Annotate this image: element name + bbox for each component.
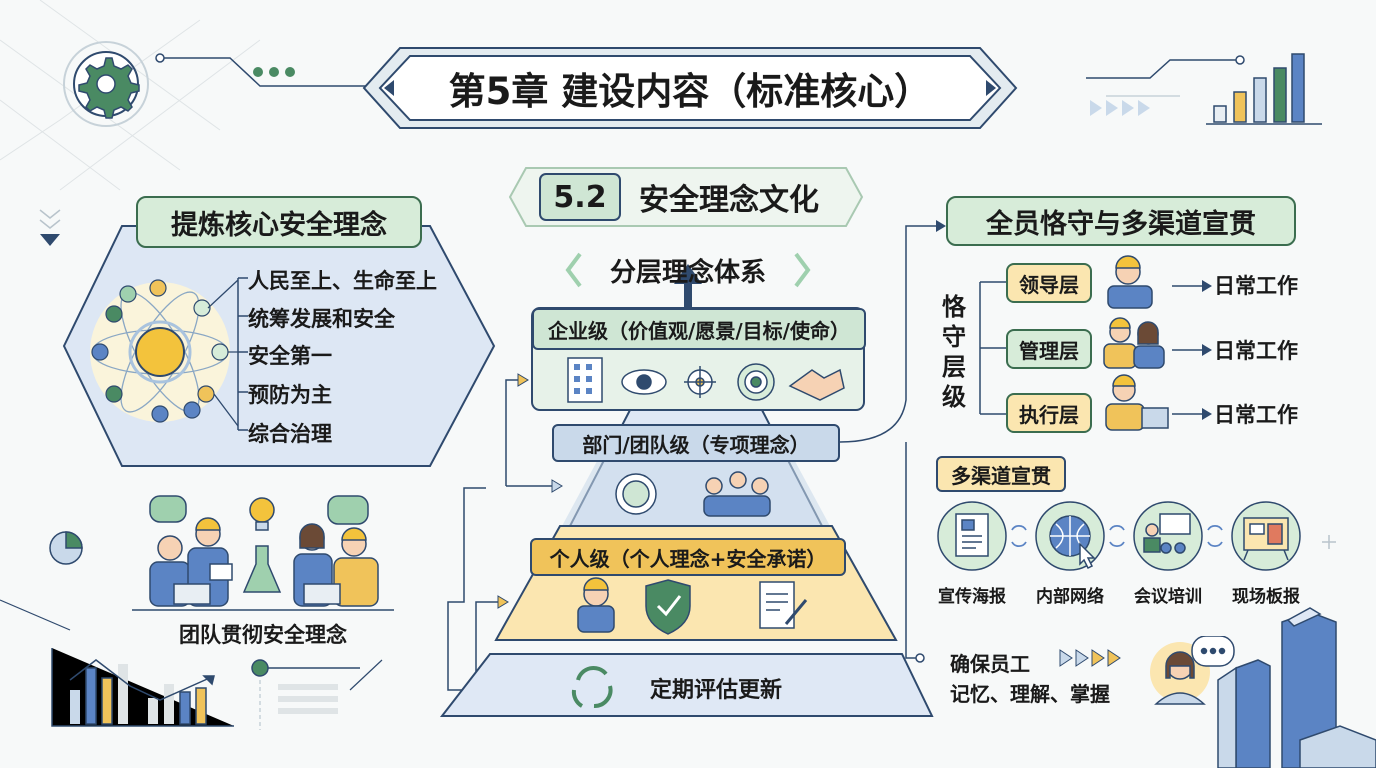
- atom-idea-icon: [90, 279, 239, 427]
- role-action: 日常工作: [1214, 403, 1298, 427]
- recycle-icon: [571, 666, 613, 708]
- pyramid-level-enterprise: 企业级（价值观/愿景/目标/使命）: [532, 308, 866, 350]
- city-buildings-icon: [1217, 607, 1376, 768]
- channel-label: 内部网络: [1036, 587, 1104, 607]
- role-action: 日常工作: [1214, 274, 1298, 298]
- gear-icon: [63, 41, 149, 127]
- ensure-line-1: 确保员工: [950, 652, 1030, 676]
- concept-item: 安全第一: [248, 344, 332, 368]
- tier-label: 恪守层级: [942, 293, 966, 411]
- concept-item: 统筹发展和安全: [248, 307, 395, 331]
- pyramid-level-individual: 个人级（个人理念+安全承诺）: [530, 538, 846, 576]
- pyramid-header: 分层理念体系: [609, 257, 766, 288]
- concept-item: 人民至上、生命至上: [248, 269, 437, 293]
- concept-item: 综合治理: [248, 422, 332, 446]
- channels-header: 多渠道宣贯: [936, 456, 1066, 492]
- role-execution: 执行层: [1006, 393, 1092, 433]
- role-leadership: 领导层: [1006, 263, 1092, 303]
- team-caption: 团队贯彻安全理念: [179, 623, 347, 647]
- team-illustration: [132, 495, 394, 611]
- channel-label: 会议培训: [1134, 587, 1202, 607]
- right-connectors: [840, 220, 1212, 663]
- title-banner-frame: [362, 47, 1018, 129]
- ensure-graphic: [1059, 636, 1235, 705]
- ensure-line-2: 记忆、理解、掌握: [950, 682, 1110, 706]
- channel-icons: [937, 501, 1301, 571]
- pie-chart-icon: [49, 531, 83, 565]
- section-badge-frame: [508, 167, 864, 227]
- bar-chart-icon: [1206, 53, 1322, 125]
- pyramid-base-label: 定期评估更新: [649, 678, 782, 703]
- right-header: 全员恪守与多渠道宣贯: [946, 196, 1296, 246]
- core-concepts-panel: [62, 225, 496, 467]
- role-management: 管理层: [1006, 329, 1092, 369]
- channel-label: 现场板报: [1232, 587, 1300, 607]
- pyramid-header-chevrons: [565, 252, 811, 288]
- section-title: 安全理念文化: [639, 183, 819, 218]
- role-people-icons: [1103, 255, 1169, 431]
- concept-item: 预防为主: [248, 383, 332, 407]
- page-title: 第5章 建设内容（标准核心）: [448, 70, 932, 113]
- line-chart-icon: [51, 648, 234, 727]
- channel-label: 宣传海报: [938, 587, 1006, 607]
- role-action: 日常工作: [1214, 339, 1298, 363]
- core-concepts-header: 提炼核心安全理念: [136, 196, 422, 248]
- pyramid-level-department: 部门/团队级（专项理念）: [552, 424, 840, 462]
- section-number: 5.2: [553, 179, 607, 215]
